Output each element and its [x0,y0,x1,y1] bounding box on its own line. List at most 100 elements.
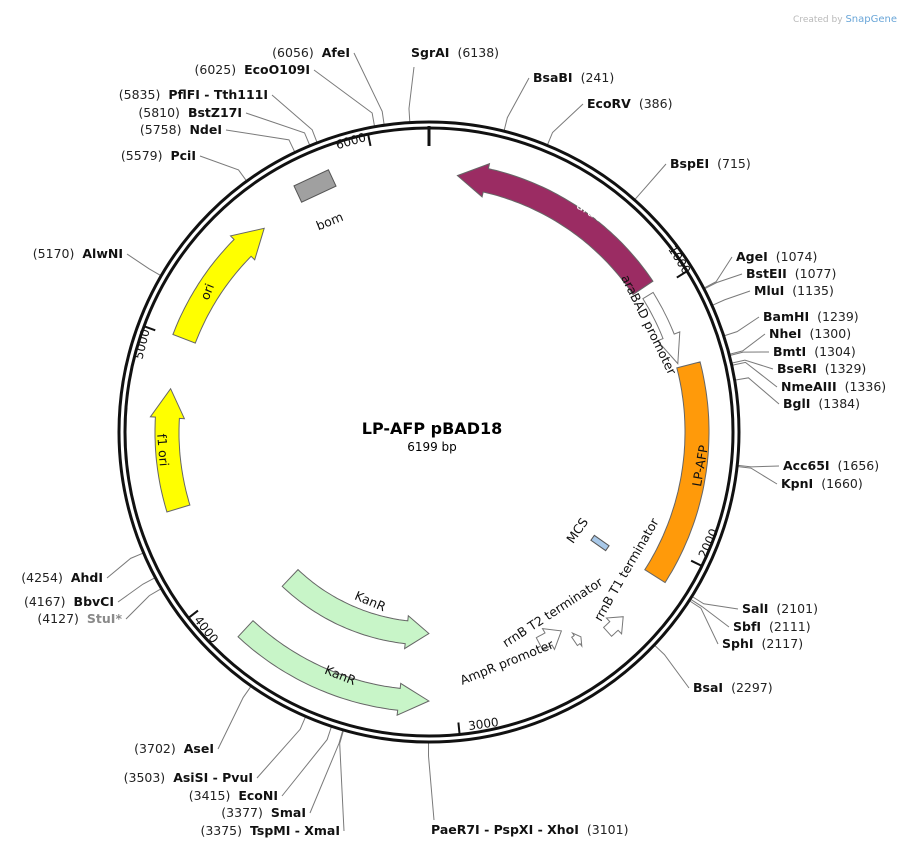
enzyme-name: BsaI [693,680,723,695]
feature-label: bom [314,209,345,233]
enzyme-site-mlui[interactable]: MluI(1135) [754,283,834,298]
tick-mark [690,559,702,567]
enzyme-site-acc65i[interactable]: Acc65I(1656) [783,458,879,473]
leader-line [692,596,739,610]
feature-label: LP-AFP [689,444,711,488]
feature-f1-ori[interactable]: f1 ori [149,387,191,513]
leader-line [428,742,435,821]
enzyme-site-ecoo109i[interactable]: (6025)EcoO109I [195,62,310,77]
feature-arrow [237,620,430,717]
feature-arrow [644,361,710,584]
watermark-prefix: Created by [793,15,843,25]
enzyme-site-nhei[interactable]: NheI(1300) [769,326,851,341]
enzyme-leader-lines [106,52,780,832]
enzyme-site-nmeaiii[interactable]: NmeAIII(1336) [781,379,886,394]
enzyme-name: PflFI - Tth111I [168,87,268,102]
feature-box [293,169,337,203]
enzyme-site-sphi[interactable]: SphI(2117) [722,636,803,651]
enzyme-position: (6056) [272,45,314,60]
enzyme-name: SphI [722,636,754,651]
enzyme-position: (241) [581,70,615,85]
enzyme-position: (1077) [795,266,837,281]
enzyme-site-bspei[interactable]: BspEI(715) [670,156,751,171]
feature-mcs[interactable]: MCS [563,515,610,552]
enzyme-site-bsai[interactable]: BsaI(2297) [693,680,773,695]
feature-label: MCS [563,515,591,546]
leader-line [245,112,310,146]
enzyme-position: (1336) [845,379,887,394]
leader-line [732,359,774,370]
enzyme-site-asei[interactable]: (3702)AseI [134,741,214,756]
enzyme-site-paer7i-pspxi-xhoi[interactable]: PaeR7I - PspXI - XhoI (3101) [431,822,628,837]
enzyme-site-ndei[interactable]: (5758)NdeI [140,122,222,137]
leader-line [735,377,780,405]
enzyme-position: (4254) [21,570,63,585]
tick-label: 1000 [665,243,693,276]
enzyme-name: NdeI [189,122,222,137]
leader-line [732,361,778,388]
feature-lp-afp[interactable]: LP-AFP [644,361,711,584]
enzyme-name: SalI [742,601,768,616]
feature-arrow [642,291,681,365]
feature-kanr[interactable]: KanR [281,568,430,650]
enzyme-site-kpni[interactable]: KpnI(1660) [781,476,863,491]
enzyme-site-bgli[interactable]: BglI(1384) [783,396,860,411]
enzyme-site-bseri[interactable]: BseRI(1329) [777,361,866,376]
enzyme-site-bbvci[interactable]: (4167)BbvCI [24,594,114,609]
feature-arac[interactable]: araC [456,162,654,296]
enzyme-position: (6025) [195,62,237,77]
enzyme-site-bamhi[interactable]: BamHI (1239) [763,309,859,324]
enzyme-site-agei[interactable]: AgeI(1074) [736,249,817,264]
enzyme-site-pcii[interactable]: (5579)PciI [121,148,196,163]
feature-rrnb-t1-terminator[interactable]: rrnB T1 terminator [591,515,663,638]
enzyme-name: EcoRV [587,96,631,111]
enzyme-site-alwni[interactable]: (5170)AlwNI [33,246,123,261]
enzyme-site-pflfi-tth111i[interactable]: (5835)PflFI - Tth111I [119,87,268,102]
enzyme-name: SgrAI [411,45,449,60]
leader-line [738,466,778,485]
enzyme-site-asisi-pvui[interactable]: (3503)AsiSI - PvuI [124,770,253,785]
enzyme-name: Acc65I [783,458,830,473]
enzyme-labels: BsaBI(241) EcoRV(386) BspEI(715) AgeI(1074)… [21,45,886,838]
leader-line [704,273,743,290]
leader-line [106,552,143,579]
leader-line [690,599,730,628]
enzyme-name: AsiSI - PvuI [173,770,253,785]
enzyme-site-bsteii[interactable]: BstEII (1077) [746,266,836,281]
leader-line [126,253,161,276]
enzyme-name: KpnI [781,476,813,491]
enzyme-site-sali[interactable]: SalI(2101) [742,601,818,616]
feature-arabad-promoter[interactable]: araBAD promoter [618,272,681,378]
enzyme-site-sgrai[interactable]: SgrAI(6138) [411,45,499,60]
enzyme-name: BstEII [746,266,787,281]
enzyme-site-afei[interactable]: (6056) AfeI [272,45,350,60]
enzyme-site-ecorv[interactable]: EcoRV(386) [587,96,672,111]
leader-line [503,77,530,131]
enzyme-site-ahdi[interactable]: (4254)AhdI [21,570,103,585]
feature-box [590,534,610,552]
feature-bom[interactable]: bom [293,169,345,233]
enzyme-name: AfeI [322,45,350,60]
enzyme-site-smai[interactable]: (3377)SmaI [221,805,306,820]
enzyme-position: (5170) [33,246,75,261]
enzyme-position: (1304) [814,344,856,359]
tick-label: 4000 [191,613,221,646]
enzyme-site-stui-[interactable]: (4127)StuI* [37,611,122,626]
enzyme-site-bmti[interactable]: BmtI(1304) [773,344,856,359]
feature-arrow [456,162,654,296]
enzyme-site-tspmi-xmai[interactable]: (3375)TspMI - XmaI [200,823,340,838]
enzyme-position: (3101) [587,822,629,837]
feature-ori[interactable]: ori [172,227,265,344]
enzyme-name: EcoNI [238,788,278,803]
enzyme-site-bstz17i[interactable]: (5810)BstZ17I [138,105,242,120]
enzyme-site-sbfi[interactable]: SbfI(2111) [733,619,811,634]
leader-line [281,727,332,797]
enzyme-position: (1074) [776,249,818,264]
enzyme-site-bsabi[interactable]: BsaBI(241) [533,70,614,85]
enzyme-name: BamHI [763,309,809,324]
enzyme-name: PaeR7I - PspXI - XhoI [431,822,579,837]
leader-line [256,717,306,779]
enzyme-site-econi[interactable]: (3415)EcoNI [189,788,278,803]
enzyme-position: (1239) [817,309,859,324]
